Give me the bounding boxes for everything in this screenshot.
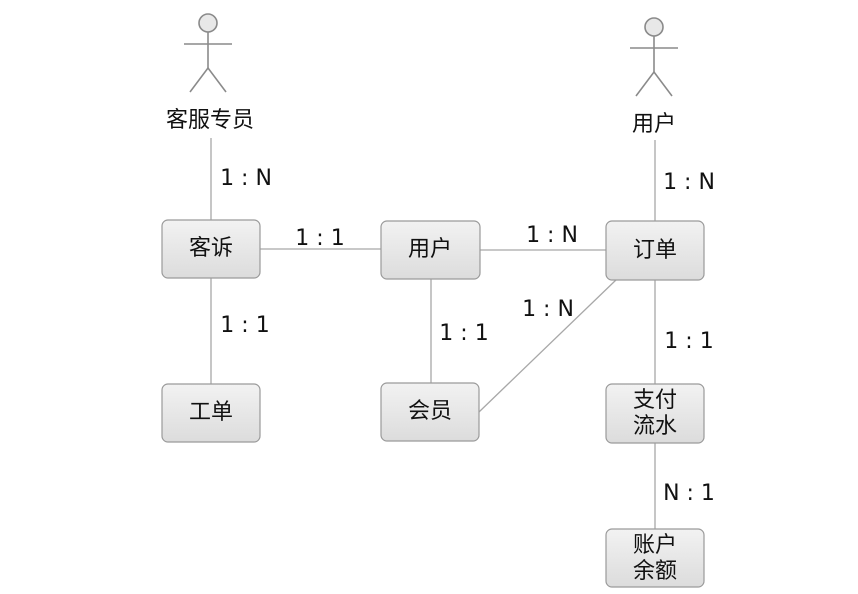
entity-work-order: 工单 bbox=[161, 383, 261, 443]
entity-label-member: 会员 bbox=[408, 399, 452, 424]
entity-complaint: 客诉 bbox=[161, 219, 261, 279]
entity-label-order: 订单 bbox=[633, 238, 677, 263]
line-member-order bbox=[478, 278, 618, 413]
actor-label-user: 用户 bbox=[632, 112, 676, 137]
actor-label-service-agent: 客服专员 bbox=[166, 108, 254, 133]
entity-label-account-balance-line1: 账户 bbox=[633, 533, 677, 558]
stick-figure-icon bbox=[184, 13, 232, 93]
entity-label-account-balance-line2: 余额 bbox=[633, 559, 677, 584]
entity-member: 会员 bbox=[380, 382, 480, 442]
cardinality-user-member: 1 : 1 bbox=[439, 321, 488, 346]
entity-label-complaint: 客诉 bbox=[189, 236, 233, 261]
entity-user: 用户 bbox=[380, 220, 481, 280]
cardinality-payment-flow-account-balance: N : 1 bbox=[663, 481, 715, 506]
entity-label-payment-flow-line2: 流水 bbox=[633, 414, 677, 439]
entity-payment-flow: 支付 流水 bbox=[605, 383, 705, 444]
cardinality-service-agent-complaint: 1 : N bbox=[220, 166, 272, 191]
entity-label-payment-flow-line1: 支付 bbox=[633, 388, 677, 413]
cardinality-complaint-user: 1 : 1 bbox=[295, 226, 344, 251]
entity-label-user: 用户 bbox=[408, 237, 452, 262]
entity-order: 订单 bbox=[605, 220, 705, 281]
cardinality-user-actor-order: 1 : N bbox=[663, 170, 715, 195]
entity-label-work-order: 工单 bbox=[189, 400, 233, 425]
cardinality-member-order: 1 : N bbox=[522, 297, 574, 322]
cardinality-order-payment-flow: 1 : 1 bbox=[664, 329, 713, 354]
actor-user: 用户 bbox=[630, 17, 678, 137]
entity-account-balance: 账户 余额 bbox=[605, 528, 705, 588]
cardinality-user-order: 1 : N bbox=[526, 223, 578, 248]
stick-figure-icon bbox=[630, 17, 678, 97]
cardinality-complaint-work-order: 1 : 1 bbox=[220, 313, 269, 338]
actor-service-agent: 客服专员 bbox=[166, 13, 254, 133]
